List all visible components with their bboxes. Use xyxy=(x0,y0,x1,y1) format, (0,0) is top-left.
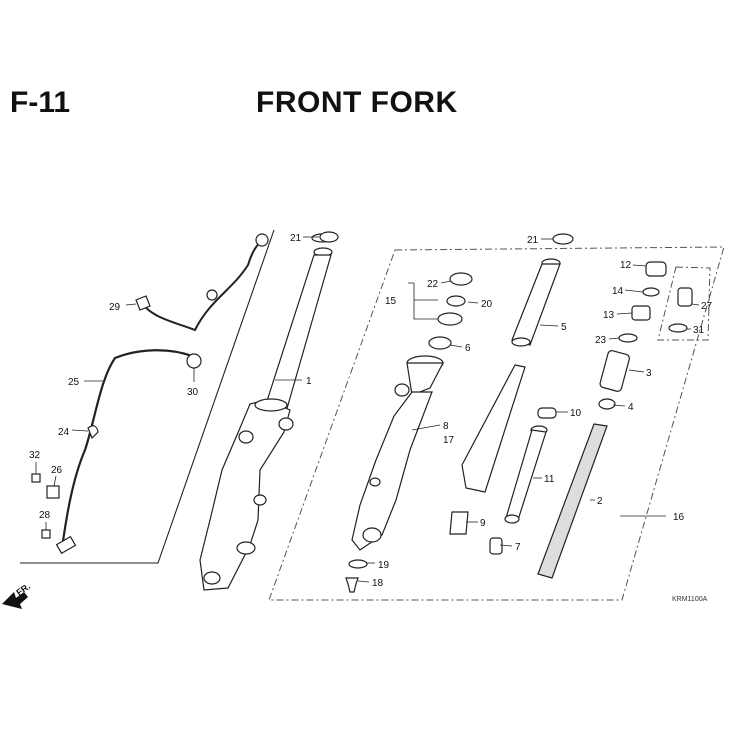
spacer-3 xyxy=(599,350,630,392)
cap-12 xyxy=(645,261,667,277)
washer-19 xyxy=(348,559,368,569)
hose-top-banjo xyxy=(255,233,269,247)
callout-14: 14 xyxy=(612,286,624,297)
clip-24 xyxy=(87,425,99,440)
bolt-28 xyxy=(41,529,51,539)
callout-11: 11 xyxy=(544,474,555,485)
seal-22 xyxy=(449,272,473,286)
assembly-frame-27 xyxy=(657,266,711,341)
damper-rod-11 xyxy=(504,425,548,524)
washer-4 xyxy=(598,398,616,410)
washer-10 xyxy=(537,407,557,419)
callout-29: 29 xyxy=(109,302,121,313)
callout-10: 10 xyxy=(570,408,582,419)
nut-13 xyxy=(631,305,651,321)
callout-3: 3 xyxy=(646,368,652,379)
callout-1: 1 xyxy=(306,376,312,387)
fork-pipe-5 xyxy=(511,258,561,347)
bolt-18 xyxy=(345,577,359,593)
callout-9: 9 xyxy=(480,518,486,529)
leader-lines xyxy=(35,236,700,583)
callout-12: 12 xyxy=(620,260,632,271)
clip-26 xyxy=(46,485,60,499)
callout-31: 31 xyxy=(693,325,705,336)
callout-24: 24 xyxy=(58,427,70,438)
callout-7: 7 xyxy=(515,542,521,553)
callout-20: 20 xyxy=(481,299,493,310)
fork-slider-8-17 xyxy=(351,355,444,551)
pipe-clamp xyxy=(206,289,218,301)
callout-30: 30 xyxy=(187,387,199,398)
joint-part-30 xyxy=(186,353,202,369)
callout-32: 32 xyxy=(29,450,41,461)
assembly-frame-16 xyxy=(268,246,725,601)
seal-15 xyxy=(437,312,463,326)
callout-26: 26 xyxy=(51,465,63,476)
callout-21-left: 21 xyxy=(290,233,302,244)
callout-23: 23 xyxy=(595,335,607,346)
callout-18: 18 xyxy=(372,578,384,589)
callout-labels: 1 2 3 4 5 6 7 8 9 10 11 12 13 14 15 16 1… xyxy=(14,233,712,598)
hose-end-fitting xyxy=(55,535,77,555)
diagram-title: FRONT FORK xyxy=(256,86,458,119)
oil-seal-21-right xyxy=(552,233,574,245)
spacer-9 xyxy=(449,511,469,535)
washer-23 xyxy=(618,333,638,343)
fork-pipe-assembly-1 xyxy=(199,233,333,591)
bolt-32 xyxy=(31,473,41,483)
front-direction-arrow xyxy=(2,592,28,609)
inner-tube xyxy=(461,364,526,493)
direction-label: FR. xyxy=(14,581,32,598)
callout-22: 22 xyxy=(427,279,439,290)
spring-2 xyxy=(537,423,608,579)
oring-31 xyxy=(668,323,688,333)
callout-6: 6 xyxy=(465,343,471,354)
seal-6 xyxy=(428,336,452,350)
callout-16: 16 xyxy=(673,512,685,523)
callout-19: 19 xyxy=(378,560,390,571)
oil-seal-21-left xyxy=(319,231,339,243)
oring-14 xyxy=(642,287,660,297)
callout-4: 4 xyxy=(628,402,634,413)
hose-guide-29 xyxy=(135,295,151,311)
callout-21-right: 21 xyxy=(527,235,539,246)
callout-5: 5 xyxy=(561,322,567,333)
illustration-code: KRM1100A xyxy=(672,596,708,603)
callout-17: 17 xyxy=(443,435,455,446)
callout-25: 25 xyxy=(68,377,80,388)
callout-2: 2 xyxy=(597,496,603,507)
brake-pipe xyxy=(139,239,263,332)
callout-28: 28 xyxy=(39,510,51,521)
ring-20 xyxy=(446,295,466,307)
adjuster-27 xyxy=(677,287,693,307)
callout-27: 27 xyxy=(701,301,713,312)
brake-hose xyxy=(60,349,193,549)
hose-area-border xyxy=(20,229,275,564)
piston-7 xyxy=(489,537,503,555)
callout-8: 8 xyxy=(443,421,449,432)
callout-15: 15 xyxy=(385,296,397,307)
figure-code: F-11 xyxy=(10,86,71,119)
callout-13: 13 xyxy=(603,310,615,321)
